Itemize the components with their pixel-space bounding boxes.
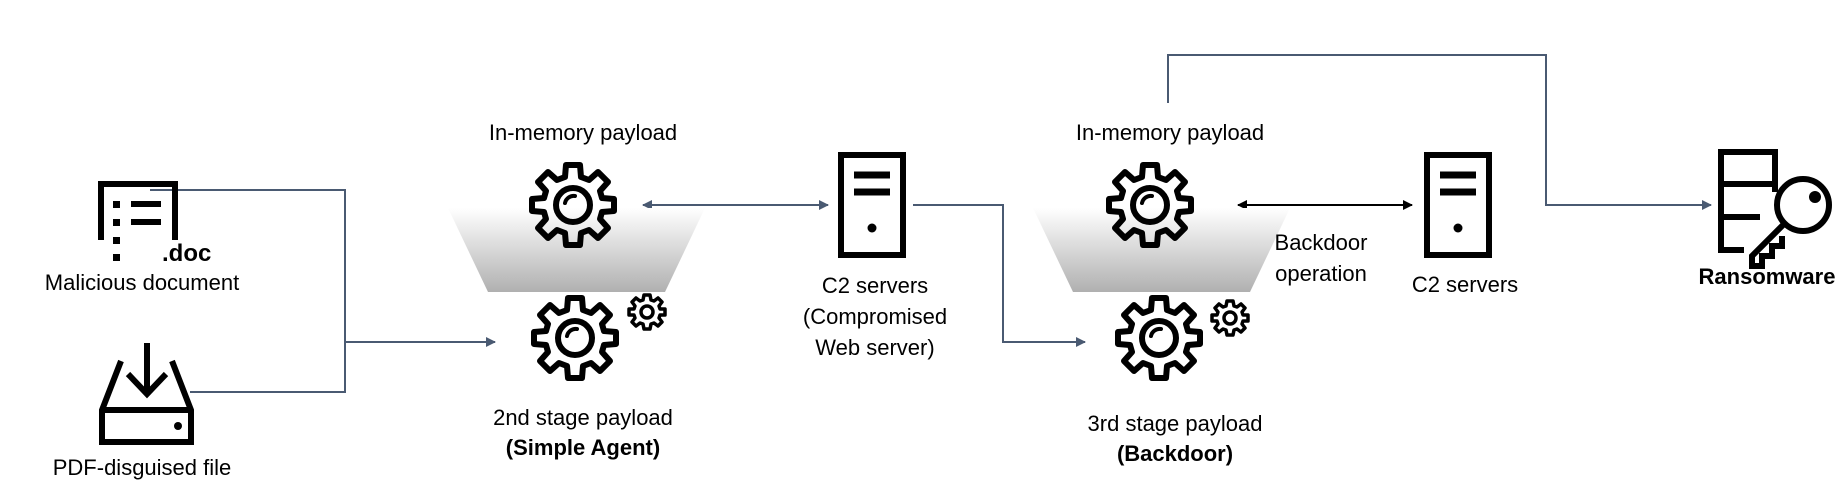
stage2-payload-title: 2nd stage payload	[493, 405, 673, 430]
malicious-document-label: Malicious document	[44, 270, 240, 295]
c2-to-stage3-arrow	[913, 204, 1086, 347]
c2-first-label-line2: (Compromised	[802, 304, 948, 329]
c2-first-label-line3: Web server)	[815, 335, 935, 360]
stage2-memory-funnel	[448, 208, 705, 292]
stage2-small-gear-icon	[627, 293, 667, 331]
stage3-small-gear-icon	[1210, 299, 1250, 337]
ransomware-icon	[1718, 149, 1832, 269]
c2-first-label-line1: C2 servers	[821, 273, 929, 298]
stage2-payload-name: (Simple Agent)	[505, 435, 661, 460]
stage3-in-memory-label: In-memory payload	[1075, 120, 1265, 145]
pdf-to-merge-line	[190, 342, 346, 393]
stage2-payload-gear-icon	[534, 298, 616, 378]
stage3-payload-name: (Backdoor)	[1116, 441, 1234, 466]
backdoor-operation-label-line2: operation	[1275, 261, 1367, 286]
ransomware-label: Ransomware	[1698, 264, 1836, 289]
c2-server-icon-first	[841, 155, 903, 255]
stage3-memory-funnel	[1033, 208, 1290, 292]
doc-extension-label: .doc	[162, 240, 212, 267]
document-icon	[98, 181, 178, 261]
c2-server-icon-second	[1427, 155, 1489, 255]
c2-second-label: C2 servers	[1411, 272, 1519, 297]
doc-to-merge-line	[150, 189, 346, 342]
stage2-in-memory-label: In-memory payload	[488, 120, 678, 145]
pdf-disguised-file-label: PDF-disguised file	[52, 455, 232, 480]
stage3-to-ransomware-arrow	[1167, 54, 1712, 210]
download-tray-icon	[99, 343, 194, 445]
backdoor-operation-label-line1: Backdoor	[1274, 230, 1368, 255]
stage3-payload-gear-icon	[1118, 298, 1200, 378]
connector-lines	[150, 54, 1712, 393]
stage3-payload-title: 3rd stage payload	[1087, 411, 1263, 436]
